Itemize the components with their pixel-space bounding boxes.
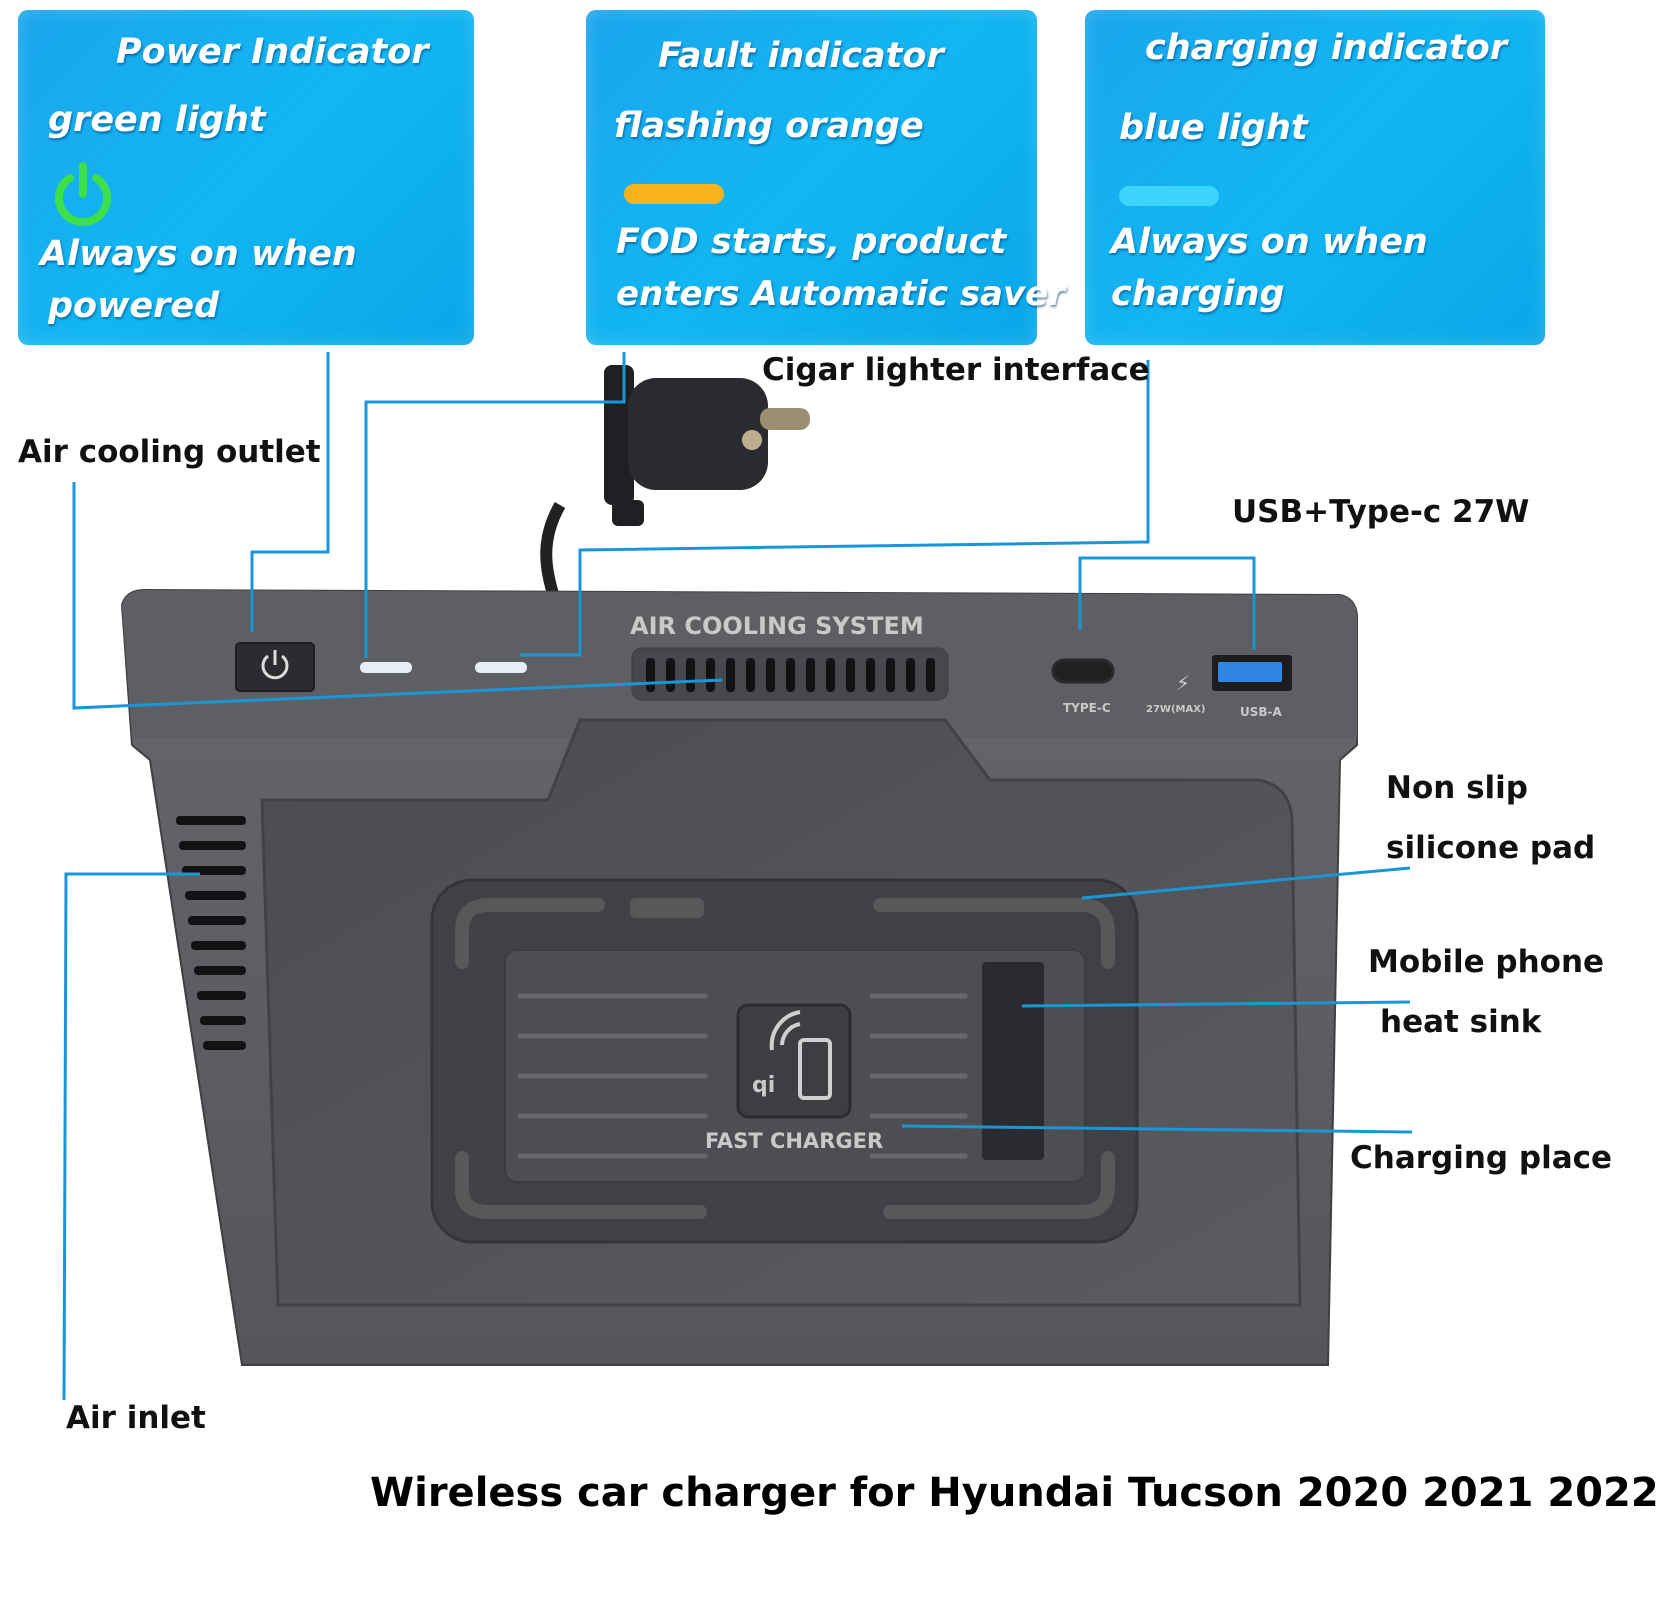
callout-charging-place: Charging place bbox=[1350, 1140, 1613, 1176]
inlet-slot bbox=[179, 841, 246, 850]
inlet-slot bbox=[203, 1041, 246, 1050]
device-illustration: AIR COOLING SYSTEM TYPE-C ⚡ 27W(MAX) USB… bbox=[62, 352, 1413, 1401]
fault-indicator-light: flashing orange bbox=[614, 106, 924, 146]
watt-label: 27W(MAX) bbox=[1146, 704, 1206, 715]
vent-slot bbox=[646, 658, 655, 692]
charging-area: qi FAST CHARGER bbox=[504, 949, 1086, 1183]
inlet-slot bbox=[176, 816, 246, 825]
callout-air-inlet: Air inlet bbox=[66, 1400, 206, 1436]
status-led-1 bbox=[360, 662, 412, 673]
callout-heat-sink-2: heat sink bbox=[1380, 1004, 1542, 1040]
charging-indicator-title: charging indicator bbox=[1145, 28, 1508, 68]
leader-heat-sink bbox=[1021, 1000, 1411, 1008]
leader-power bbox=[250, 352, 330, 632]
inlet-slot bbox=[188, 916, 246, 925]
qi-label: qi bbox=[752, 1073, 775, 1098]
leader-lines bbox=[62, 352, 1413, 1401]
callout-heat-sink-1: Mobile phone bbox=[1368, 944, 1605, 980]
type-c-port bbox=[1051, 658, 1115, 684]
power-button bbox=[235, 642, 315, 692]
vent-slot bbox=[746, 658, 755, 692]
mobile-phone-heat-sink bbox=[982, 962, 1044, 1160]
fault-indicator-desc-1: FOD starts, product bbox=[616, 222, 1007, 262]
inlet-slot bbox=[185, 891, 246, 900]
leader-air-outlet bbox=[72, 482, 723, 710]
callout-usb-type-c: USB+Type-c 27W bbox=[1232, 494, 1530, 530]
air-cooling-vents bbox=[631, 647, 949, 701]
callout-non-slip-1: Non slip bbox=[1386, 770, 1528, 806]
vent-slot bbox=[826, 658, 835, 692]
usb-a-port bbox=[1212, 655, 1292, 691]
leader-non-slip bbox=[1081, 866, 1411, 900]
vent-slot bbox=[666, 658, 675, 692]
product-title: Wireless car charger for Hyundai Tucson … bbox=[370, 1470, 1659, 1516]
fault-indicator-desc-2: enters Automatic saver bbox=[616, 274, 1065, 314]
fast-charger-label: FAST CHARGER bbox=[705, 1129, 883, 1153]
leader-charging bbox=[520, 360, 1150, 657]
charging-indicator-desc-1: Always on when bbox=[1111, 222, 1428, 262]
power-indicator-desc-2: powered bbox=[48, 286, 220, 326]
callout-non-slip-2: silicone pad bbox=[1386, 830, 1596, 866]
cigar-lighter-plug bbox=[540, 365, 810, 602]
leader-fault bbox=[364, 352, 626, 658]
callout-cigar-lighter: Cigar lighter interface bbox=[762, 352, 1150, 388]
vent-slot bbox=[886, 658, 895, 692]
inlet-slot bbox=[200, 1016, 246, 1025]
charging-indicator-panel: charging indicator blue light Always on … bbox=[1085, 10, 1545, 345]
leader-usb bbox=[1078, 556, 1256, 650]
air-cooling-system-label: AIR COOLING SYSTEM bbox=[630, 612, 924, 640]
vent-slot bbox=[786, 658, 795, 692]
power-indicator-desc-1: Always on when bbox=[40, 234, 357, 274]
type-c-label: TYPE-C bbox=[1063, 701, 1111, 715]
vent-slot bbox=[726, 658, 735, 692]
wireless-charging-icon bbox=[769, 1010, 832, 1100]
vent-slot bbox=[806, 658, 815, 692]
orange-indicator-bar bbox=[624, 184, 724, 204]
vent-slot bbox=[866, 658, 875, 692]
leader-air-inlet bbox=[62, 872, 200, 1401]
callout-air-cooling-outlet: Air cooling outlet bbox=[18, 434, 321, 470]
vent-slot bbox=[686, 658, 695, 692]
vent-slot bbox=[706, 658, 715, 692]
power-icon bbox=[55, 162, 111, 227]
vent-slot bbox=[906, 658, 915, 692]
leader-charging-place bbox=[901, 1124, 1413, 1134]
inlet-slot bbox=[191, 941, 246, 950]
charging-indicator-light: blue light bbox=[1119, 108, 1308, 148]
vent-slot bbox=[926, 658, 935, 692]
fault-indicator-title: Fault indicator bbox=[658, 36, 944, 76]
status-led-2 bbox=[475, 662, 527, 673]
blue-indicator-bar bbox=[1119, 186, 1219, 206]
charging-indicator-desc-2: charging bbox=[1111, 274, 1285, 314]
lightning-symbol: ⚡ bbox=[1176, 671, 1190, 695]
vent-slot bbox=[766, 658, 775, 692]
usb-a-label: USB-A bbox=[1240, 705, 1283, 719]
power-indicator-title: Power Indicator bbox=[116, 32, 429, 72]
fault-indicator-panel: Fault indicator flashing orange FOD star… bbox=[586, 10, 1065, 345]
inlet-slot bbox=[194, 966, 246, 975]
power-indicator-panel: Power Indicator green light Always on wh… bbox=[18, 10, 474, 345]
inlet-slot bbox=[197, 991, 246, 1000]
vent-slot bbox=[846, 658, 855, 692]
power-indicator-light: green light bbox=[48, 100, 266, 140]
